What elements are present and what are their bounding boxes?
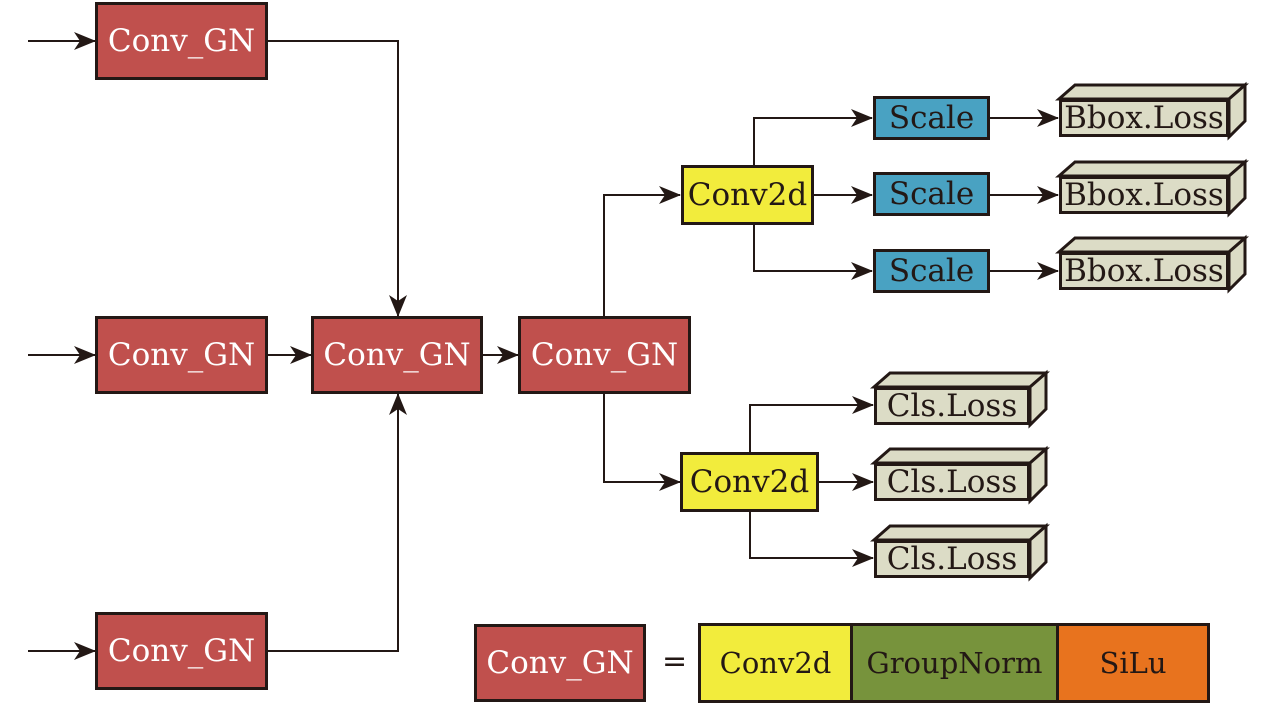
legend-groupnorm-segment: GroupNorm bbox=[853, 626, 1059, 700]
conv2d-classification-head: Conv2d bbox=[680, 452, 819, 512]
conv2d-to-cls-1 bbox=[749, 396, 874, 452]
cls-loss-cube-top-3 bbox=[870, 524, 1050, 542]
conv2d-label: Conv2d bbox=[689, 464, 810, 500]
cls-loss-block-2: Cls.Loss bbox=[874, 463, 1030, 501]
legend-conv2d-segment: Conv2d bbox=[701, 626, 853, 700]
top-merge-arrow bbox=[268, 40, 407, 317]
conv2d-to-cls-3 bbox=[749, 512, 874, 567]
bbox-loss-label: Bbox.Loss bbox=[1064, 253, 1224, 289]
legend-conv-gn: Conv_GN bbox=[474, 624, 646, 702]
conv2d-to-scale-1 bbox=[753, 109, 873, 165]
bbox-loss-cube-top-1 bbox=[1055, 83, 1249, 101]
cls-loss-cube-top-2 bbox=[870, 447, 1050, 465]
cls-loss-label: Cls.Loss bbox=[886, 388, 1018, 424]
conv-gn-merge: Conv_GN bbox=[311, 316, 483, 394]
bbox-loss-cube-top-2 bbox=[1055, 160, 1249, 178]
conv-gn-input-bottom: Conv_GN bbox=[95, 612, 268, 690]
bbox-loss-block-3: Bbox.Loss bbox=[1059, 252, 1229, 290]
scale-label: Scale bbox=[888, 253, 975, 289]
legend-silu-segment: SiLu bbox=[1059, 626, 1207, 700]
legend-composition-bar: Conv2d GroupNorm SiLu bbox=[698, 623, 1210, 703]
conv2d-regression-head: Conv2d bbox=[681, 165, 814, 225]
cls-loss-cube-side-3 bbox=[1028, 522, 1048, 582]
bbox-loss-cube-side-2 bbox=[1227, 158, 1247, 218]
bbox-loss-cube-side-3 bbox=[1227, 234, 1247, 294]
bbox-loss-block-2: Bbox.Loss bbox=[1059, 176, 1229, 214]
conv2d-label: Conv2d bbox=[687, 177, 808, 213]
conv-gn-label: Conv_GN bbox=[530, 337, 679, 373]
cls-loss-cube-top-1 bbox=[870, 371, 1050, 389]
legend-groupnorm-label: GroupNorm bbox=[866, 646, 1043, 680]
conv-gn-label: Conv_GN bbox=[107, 337, 256, 373]
cls-loss-label: Cls.Loss bbox=[886, 541, 1018, 577]
cls-loss-label: Cls.Loss bbox=[886, 464, 1018, 500]
conv-gn-label: Conv_GN bbox=[107, 23, 256, 59]
conv-gn-input-top: Conv_GN bbox=[95, 2, 268, 80]
legend-conv2d-label: Conv2d bbox=[719, 646, 832, 680]
bottom-merge-arrow bbox=[268, 393, 407, 652]
bbox-loss-cube-side-1 bbox=[1227, 81, 1247, 141]
bbox-loss-block-1: Bbox.Loss bbox=[1059, 99, 1229, 137]
conv2d-to-scale-3 bbox=[753, 225, 873, 280]
scale-block-2: Scale bbox=[873, 172, 990, 216]
conv-gn-final: Conv_GN bbox=[518, 316, 691, 394]
cls-loss-cube-side-1 bbox=[1028, 369, 1048, 429]
conv-gn-label: Conv_GN bbox=[107, 633, 256, 669]
conv-gn-input-middle: Conv_GN bbox=[95, 316, 268, 394]
scale-label: Scale bbox=[888, 100, 975, 136]
legend-equals-sign: = bbox=[662, 644, 688, 679]
cls-loss-block-3: Cls.Loss bbox=[874, 540, 1030, 578]
scale-label: Scale bbox=[888, 176, 975, 212]
cls-loss-block-1: Cls.Loss bbox=[874, 387, 1030, 425]
cls-loss-cube-side-2 bbox=[1028, 445, 1048, 505]
scale-block-3: Scale bbox=[873, 249, 990, 293]
branch-up-arrow bbox=[603, 186, 681, 316]
conv-gn-label: Conv_GN bbox=[323, 337, 471, 373]
legend-silu-label: SiLu bbox=[1099, 646, 1167, 680]
legend-conv-gn-label: Conv_GN bbox=[486, 645, 634, 681]
bbox-loss-label: Bbox.Loss bbox=[1064, 177, 1224, 213]
bbox-loss-label: Bbox.Loss bbox=[1064, 100, 1224, 136]
branch-down-arrow bbox=[603, 394, 681, 491]
scale-block-1: Scale bbox=[873, 96, 990, 140]
bbox-loss-cube-top-3 bbox=[1055, 236, 1249, 254]
